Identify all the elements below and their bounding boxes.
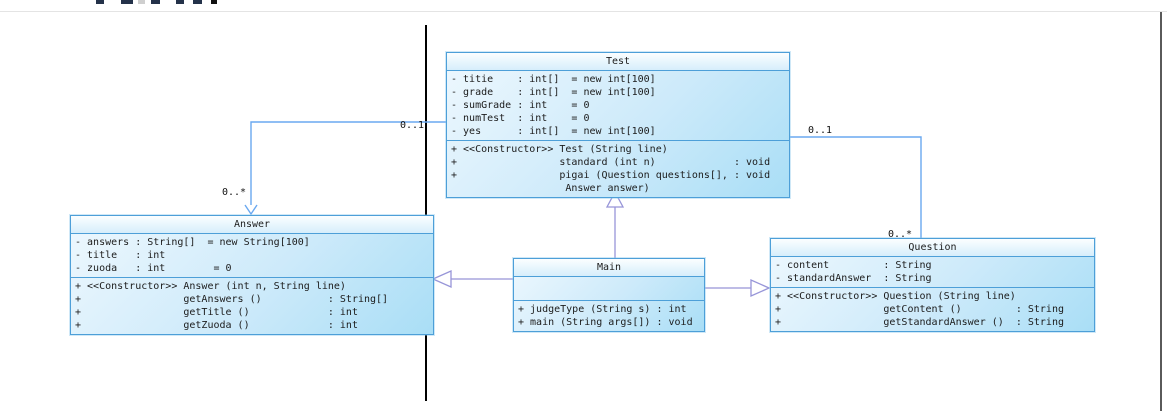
attribute-row: - title : int — [75, 250, 166, 261]
method-row: + getZuoda () : int — [75, 320, 358, 331]
clipped-glyph — [211, 0, 217, 4]
methods-compartment: + judgeType (String s) : int + main (Str… — [514, 301, 704, 331]
method-row: + getStandardAnswer () : String — [775, 317, 1064, 328]
method-row: + pigai (Question questions[], : void — [451, 170, 771, 181]
methods-compartment: + <<Constructor>> Answer (int n, String … — [71, 278, 433, 334]
attribute-row: - standardAnswer : String — [775, 273, 932, 284]
attribute-row: - content : String — [775, 260, 932, 271]
attribute-row: - answers : String[] = new String[100] — [75, 237, 310, 248]
open-arrowhead-down-icon — [244, 204, 258, 216]
clipped-glyph — [193, 0, 202, 4]
method-row: + <<Constructor>> Question (String line) — [775, 291, 1016, 302]
association-test-answer[interactable] — [250, 121, 446, 205]
page-boundary-vertical-line — [425, 25, 427, 401]
class-box-test[interactable]: Test - titie : int[] = new int[100] - gr… — [446, 52, 790, 198]
multiplicity-label: 0..1 — [400, 120, 425, 131]
class-box-answer[interactable]: Answer - answers : String[] = new String… — [70, 215, 434, 335]
attributes-compartment: - content : String - standardAnswer : St… — [771, 257, 1094, 288]
clipped-glyph — [138, 0, 145, 4]
method-row: Answer answer) — [451, 183, 650, 194]
hollow-triangle-left-icon — [431, 269, 452, 289]
class-title: Question — [771, 239, 1094, 257]
method-row: + <<Constructor>> Test (String line) — [451, 144, 668, 155]
attributes-compartment-empty — [514, 277, 704, 301]
multiplicity-label: 0..* — [222, 187, 247, 198]
method-row: + getContent () : String — [775, 304, 1064, 315]
class-title: Main — [514, 259, 704, 277]
clipped-glyph — [176, 0, 184, 4]
class-title: Test — [447, 53, 789, 71]
attribute-row: - grade : int[] = new int[100] — [451, 87, 656, 98]
hollow-triangle-right-icon — [750, 278, 771, 298]
multiplicity-label: 0..1 — [808, 125, 833, 136]
hollow-triangle-up-icon — [605, 190, 625, 208]
attribute-row: - yes : int[] = new int[100] — [451, 126, 656, 137]
attribute-row: - numTest : int = 0 — [451, 113, 590, 124]
attributes-compartment: - titie : int[] = new int[100] - grade :… — [447, 71, 789, 141]
class-title: Answer — [71, 216, 433, 234]
clipped-glyph — [96, 0, 104, 4]
methods-compartment: + <<Constructor>> Test (String line) + s… — [447, 141, 789, 197]
methods-compartment: + <<Constructor>> Question (String line)… — [771, 288, 1094, 331]
method-row: + getTitle () : int — [75, 307, 358, 318]
method-row: + judgeType (String s) : int — [518, 304, 687, 315]
attributes-compartment: - answers : String[] = new String[100] -… — [71, 234, 433, 278]
class-box-question[interactable]: Question - content : String - standardAn… — [770, 238, 1095, 332]
method-row: + getAnswers () : String[] — [75, 294, 389, 305]
right-edge-line — [1160, 12, 1162, 411]
attribute-row: - titie : int[] = new int[100] — [451, 74, 656, 85]
attribute-row: - zuoda : int = 0 — [75, 263, 232, 274]
association-test-question[interactable] — [788, 136, 922, 238]
multiplicity-label: 0..* — [888, 229, 913, 240]
method-row: + <<Constructor>> Answer (int n, String … — [75, 281, 346, 292]
method-row: + standard (int n) : void — [451, 157, 771, 168]
class-box-main[interactable]: Main + judgeType (String s) : int + main… — [513, 258, 705, 332]
attribute-row: - sumGrade : int = 0 — [451, 100, 590, 111]
method-row: + main (String args[]) : void — [518, 317, 693, 328]
clipped-glyph — [121, 0, 133, 4]
clipped-glyph — [151, 0, 160, 4]
top-divider-line — [0, 11, 1167, 12]
